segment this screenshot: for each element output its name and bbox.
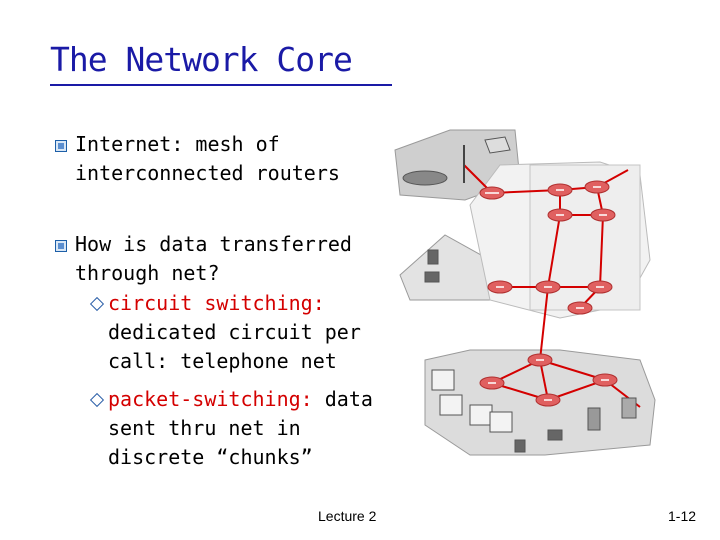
laptop-icon — [424, 271, 440, 283]
page-title: The Network Core — [50, 40, 353, 79]
bullet-2-line-2: through net? — [75, 261, 220, 285]
sub-bullet-1-line-2: dedicated circuit per — [108, 320, 361, 344]
sub-bullet-2-line-3: discrete “chunks” — [108, 445, 313, 469]
bullet-2-line-1: How is data transferred — [75, 232, 352, 256]
car-icon — [402, 170, 448, 186]
sub-bullet-2-tail: data — [312, 387, 373, 411]
server-icon — [621, 397, 637, 419]
end-devices — [402, 136, 637, 453]
building-icon — [439, 394, 463, 416]
footer-page-number: 1-12 — [668, 508, 697, 524]
phone-icon — [427, 249, 439, 265]
bullet-1-line-1: Internet: mesh of — [75, 132, 280, 156]
phone-icon — [514, 439, 526, 453]
routers — [479, 180, 618, 407]
building-icon — [489, 411, 513, 433]
home-network-region — [399, 234, 491, 301]
server-icon — [587, 407, 601, 431]
router-arrows — [485, 186, 609, 401]
footer-lecture: Lecture 2 — [318, 508, 377, 524]
sub-bullet-1-line-3: call: telephone net — [108, 349, 337, 373]
diamond-bullet-icon — [89, 392, 105, 408]
sub-bullet-2-line-1: packet-switching: data — [108, 387, 373, 411]
network-core-diagram — [394, 129, 656, 456]
building-icon — [431, 369, 455, 391]
diamond-bullet-icon — [89, 296, 105, 312]
sub-bullet-2-highlight: packet-switching: — [108, 387, 313, 411]
title-underline — [50, 84, 392, 86]
building-icon — [469, 404, 493, 426]
square-bullet-icon — [55, 140, 67, 152]
sub-bullet-1-highlight: circuit switching: — [108, 291, 325, 315]
laptop-icon — [484, 136, 511, 154]
laptop-icon — [547, 429, 563, 441]
square-bullet-icon — [55, 240, 67, 252]
sub-bullet-2-line-2: sent thru net in — [108, 416, 301, 440]
bullet-1-line-2: interconnected routers — [75, 161, 340, 185]
